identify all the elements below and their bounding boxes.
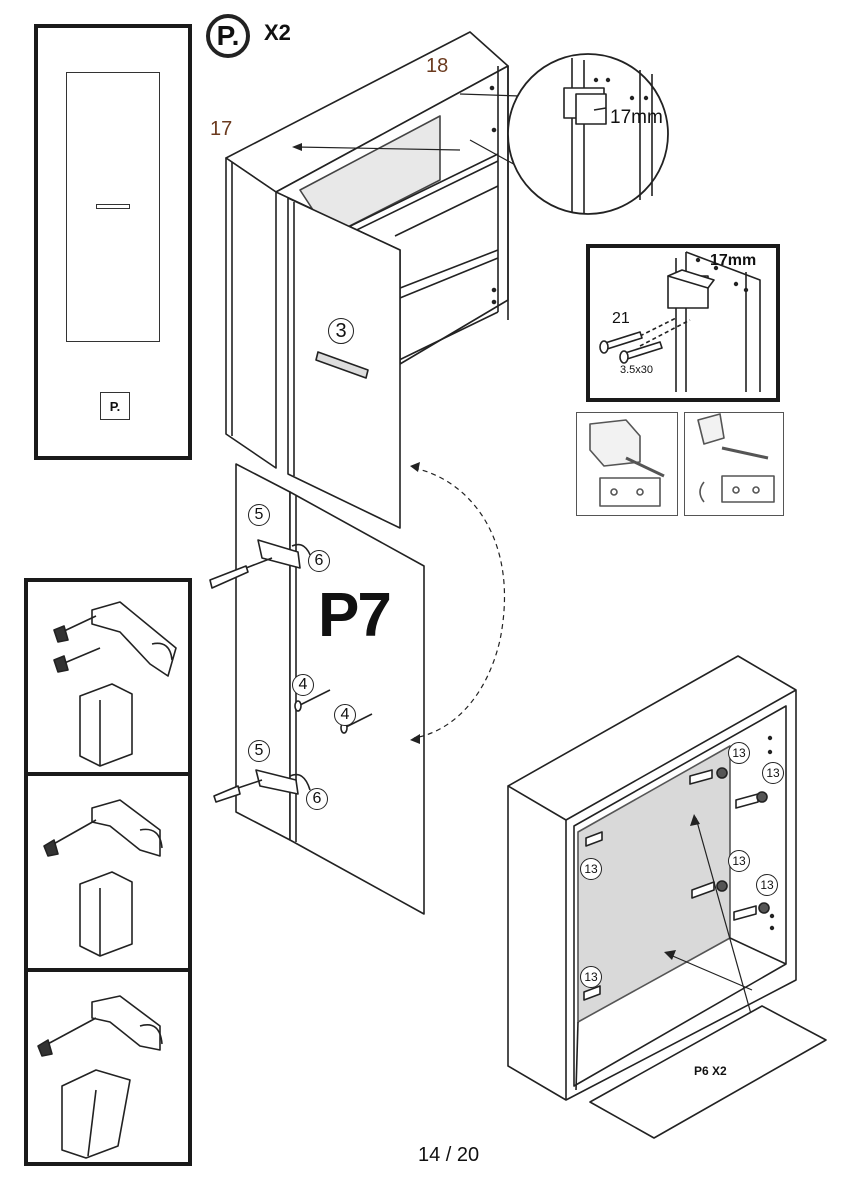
zoom-detail-circle [507, 53, 669, 215]
hinge-top-hinge-ref: 6 [308, 550, 330, 572]
hinge-adjust-art [37, 601, 177, 1159]
clip-ref-1: 13 [728, 742, 750, 764]
handle-step-ref: 3 [328, 318, 354, 344]
zoom-measurement: 17mm [610, 107, 663, 128]
plate-photo-2 [684, 412, 784, 516]
part-badge: P. [206, 14, 250, 58]
hinge-bottom-screw-ref: 5 [248, 740, 270, 762]
hinge-top-screw-ref: 5 [248, 504, 270, 526]
zoom-detail-art [563, 58, 653, 214]
cabinet-body [225, 31, 509, 529]
clip-ref-3: 13 [580, 858, 602, 880]
clip-ref-2: 13 [762, 762, 784, 784]
hinge-adjust-box-2 [24, 772, 192, 972]
part-label: P. [109, 398, 121, 414]
flow-arrow [413, 467, 505, 739]
part-outline-handle [96, 204, 130, 209]
screw-ref: 21 [612, 310, 630, 327]
plate-photo-1 [576, 412, 678, 516]
screw-size: 3.5x30 [620, 364, 654, 376]
part-badge-letter: P. [216, 20, 240, 51]
handle-screw-ref-a: 4 [292, 674, 314, 696]
hinge-plate-measurement: 17mm [710, 252, 757, 269]
back-panel-cabinet [507, 655, 827, 1139]
part-label-box: P. [100, 392, 130, 420]
hinge-plate-art [599, 251, 761, 392]
plate-photo-art [589, 413, 775, 507]
edge-label-17: 17 [210, 118, 233, 140]
back-panel-label: P6 X2 [694, 1064, 727, 1078]
hinge-adjust-box-1 [24, 578, 192, 776]
clip-ref-4: 13 [728, 850, 750, 872]
page-number: 14 / 20 [418, 1144, 480, 1166]
part-outline-panel: P. [34, 24, 192, 460]
edge-label-18: 18 [426, 55, 449, 77]
part-outline-rect [66, 72, 160, 342]
hinge-plate-detail-box [586, 244, 780, 402]
part-quantity: X2 [264, 20, 291, 45]
hinge-bottom-hinge-ref: 6 [306, 788, 328, 810]
clip-ref-5: 13 [756, 874, 778, 896]
clip-ref-6: 13 [580, 966, 602, 988]
handle-screw-ref-b: 4 [334, 704, 356, 726]
door-panel-label: P7 [318, 581, 392, 650]
hinge-adjust-box-3 [24, 968, 192, 1166]
door-panels [209, 463, 425, 915]
